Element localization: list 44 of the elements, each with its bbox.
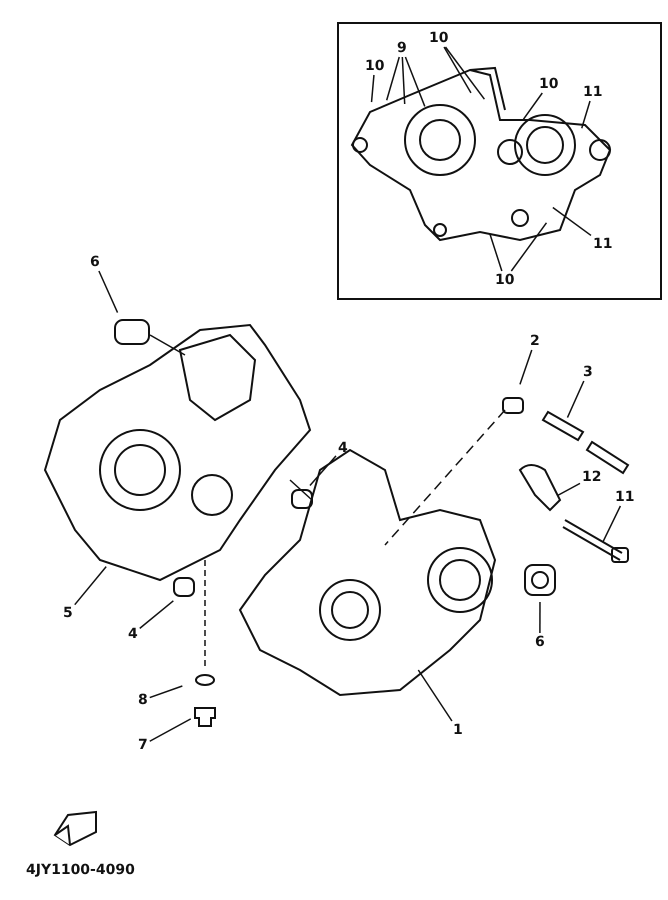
leader-line xyxy=(519,350,532,385)
callout-number: 2 xyxy=(529,333,541,349)
callout-number: 10 xyxy=(364,58,386,74)
leader-line xyxy=(489,233,503,272)
leader-line xyxy=(558,482,580,496)
callout-number: 12 xyxy=(581,469,602,485)
callout-number: 6 xyxy=(89,254,101,270)
callout-number: 11 xyxy=(614,489,636,505)
callout-number: 8 xyxy=(137,692,149,708)
leader-line xyxy=(522,92,543,120)
callout-number: 5 xyxy=(62,605,74,621)
callout-number: 11 xyxy=(582,84,604,100)
leader-line xyxy=(386,56,400,100)
leader-line xyxy=(404,56,426,107)
callout-number: 10 xyxy=(538,76,560,92)
part-number: 4JY1100-4090 xyxy=(26,862,135,878)
callout-number: 6 xyxy=(534,634,546,650)
leader-line xyxy=(402,56,406,104)
callout-number: 4 xyxy=(337,440,349,456)
leader-line xyxy=(149,718,192,742)
leader-line xyxy=(510,222,548,272)
leader-line xyxy=(443,46,472,94)
leader-line xyxy=(74,566,107,606)
leader-line xyxy=(139,600,174,629)
leader-line xyxy=(602,506,622,543)
callout-number: 11 xyxy=(592,236,614,252)
leader-line xyxy=(539,602,541,633)
leader-line xyxy=(150,685,183,698)
leader-line xyxy=(98,270,118,313)
callout-number: 9 xyxy=(396,40,408,56)
callout-number: 7 xyxy=(137,737,149,753)
callout-number: 1 xyxy=(452,722,464,738)
callout-number: 10 xyxy=(494,272,516,288)
callout-number: 3 xyxy=(582,364,594,380)
inset-frame xyxy=(337,22,662,300)
leader-line xyxy=(309,455,337,486)
leader-line xyxy=(444,46,486,100)
leader-line xyxy=(552,206,592,236)
leader-line xyxy=(370,74,375,102)
leader-line xyxy=(418,670,453,722)
leader-line xyxy=(566,380,585,418)
callout-number: 10 xyxy=(428,30,450,46)
leader-line xyxy=(581,100,591,128)
callout-number: 4 xyxy=(127,626,139,642)
